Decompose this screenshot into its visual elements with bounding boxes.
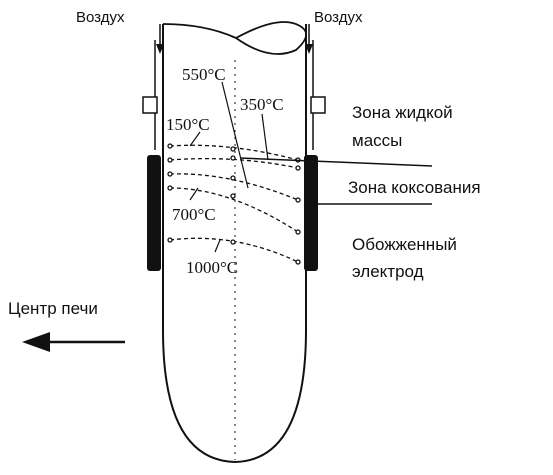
leader-150 bbox=[189, 131, 201, 147]
air-arrows bbox=[156, 24, 313, 54]
zone-liquid-label-1: Зона жидкой bbox=[352, 103, 453, 122]
isotherm-700 bbox=[169, 187, 299, 233]
air-left-label: Воздух bbox=[76, 9, 125, 26]
casing bbox=[142, 40, 326, 271]
zone-lines bbox=[239, 157, 433, 205]
leader-350 bbox=[261, 113, 269, 161]
right-clamp bbox=[310, 96, 326, 114]
baked-electrode-label-2: электрод bbox=[352, 262, 424, 281]
isotherm-label-700: 700°C bbox=[172, 205, 216, 224]
zone-coking-label: Зона коксования bbox=[348, 178, 481, 197]
isotherm-label-350: 350°C bbox=[240, 95, 284, 114]
isotherm-label-1000: 1000°C bbox=[186, 258, 238, 277]
isotherm-150 bbox=[169, 144, 299, 161]
isotherm-curves bbox=[167, 143, 301, 265]
furnace-center-arrow bbox=[22, 332, 125, 352]
electrode-outline bbox=[162, 24, 307, 464]
leader-700 bbox=[189, 187, 199, 201]
isotherm-label-550: 550°C bbox=[182, 65, 226, 84]
electrode-top-twist bbox=[162, 21, 307, 55]
baked-electrode-label-1: Обожженный bbox=[352, 235, 457, 254]
electrode-body bbox=[162, 21, 307, 464]
isotherm-label-150: 150°C bbox=[166, 115, 210, 134]
temperature-leaders bbox=[189, 81, 269, 253]
zone-liquid-line bbox=[239, 157, 433, 167]
air-right-label: Воздух bbox=[314, 9, 363, 26]
left-clamp bbox=[142, 96, 158, 114]
air-left-arrowhead bbox=[156, 44, 164, 54]
leader-550 bbox=[221, 81, 249, 189]
furnace-center-label: Центр печи bbox=[8, 299, 98, 318]
leader-1000 bbox=[214, 239, 221, 253]
furnace-arrowhead bbox=[22, 332, 50, 352]
left-baked-band bbox=[147, 155, 161, 271]
zone-liquid-label-2: массы bbox=[352, 131, 402, 150]
air-right-arrowhead bbox=[305, 44, 313, 54]
isotherm-550 bbox=[169, 173, 299, 201]
right-baked-band bbox=[304, 155, 318, 271]
